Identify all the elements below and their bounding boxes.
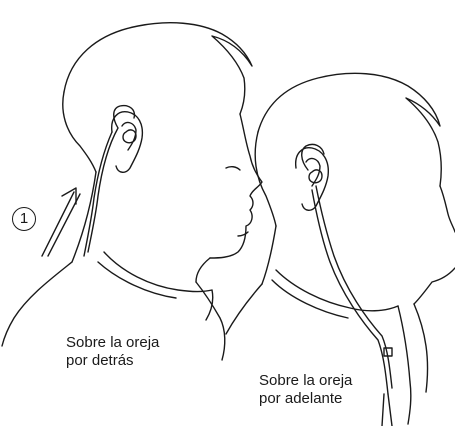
caption-behind-ear: Sobre la oreja por detrás	[66, 334, 159, 370]
head-right-collar	[276, 270, 398, 311]
head-left-collar	[104, 252, 213, 320]
head-right-face	[440, 186, 455, 232]
head-right-cable-2	[312, 190, 388, 394]
head-left-earphone	[123, 130, 136, 143]
head-right-earphone	[309, 170, 322, 183]
head-left-eye	[226, 167, 240, 170]
head-left-ear-inner	[122, 123, 136, 150]
instruction-arrow-shaft-2	[48, 194, 80, 256]
instruction-arrow	[42, 188, 76, 256]
head-right-ear	[296, 148, 329, 211]
step-number-badge: 1	[12, 207, 36, 231]
head-left-ear	[112, 112, 143, 173]
head-left-hairline	[63, 92, 96, 172]
head-left-chest	[196, 282, 225, 360]
head-left-shoulders	[2, 262, 72, 346]
head-right-cable	[302, 144, 392, 388]
head-left-outline	[64, 23, 252, 114]
head-left-face	[210, 114, 262, 258]
head-right-ear-inner	[306, 159, 320, 186]
head-left-collar-inner	[98, 262, 176, 298]
caption-front-line1: Sobre la oreja	[259, 372, 353, 389]
head-left-jaw	[196, 258, 210, 282]
caption-behind-line2: por detrás	[66, 352, 134, 369]
head-left-cable-2	[84, 132, 112, 256]
head-left-neck-back	[72, 172, 96, 262]
head-right-chest	[414, 304, 428, 392]
head-right-collar-inner	[272, 280, 348, 318]
head-left-cable	[88, 106, 134, 252]
caption-front-line2: por adelante	[259, 390, 343, 407]
head-right-shoulder	[226, 284, 262, 334]
head-right-outline	[258, 73, 441, 186]
head-left-mouth	[238, 232, 248, 236]
head-right-chin	[414, 268, 455, 304]
head-right-cable-lower	[382, 394, 392, 426]
head-right-hairline	[255, 132, 276, 226]
caption-behind-line1: Sobre la oreja	[66, 334, 160, 351]
head-right-cable-splitter	[384, 348, 392, 356]
head-right-chest-2	[398, 306, 411, 424]
head-right-neck-back	[262, 226, 276, 284]
head-left	[2, 23, 262, 360]
caption-front-ear: Sobre la oreja por adelante	[259, 372, 352, 408]
head-right	[226, 73, 455, 426]
